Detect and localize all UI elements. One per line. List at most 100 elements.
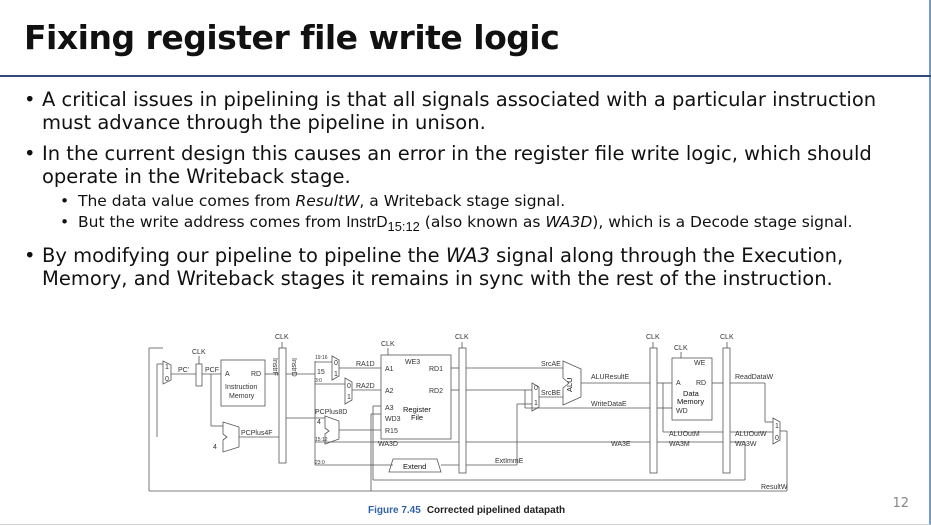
instrd-term: InstrD <box>346 214 388 231</box>
ra2-mux <box>344 377 353 405</box>
readdataw-label: ReadDataW <box>735 374 774 381</box>
mux-input-0: 0 <box>334 360 338 367</box>
bullet-3-end: signal along through the Execution, Memo… <box>42 244 844 291</box>
imem-a-label: A <box>225 371 230 378</box>
a3-label: A3 <box>385 405 394 412</box>
alu-label: ALU <box>565 377 574 392</box>
bullet-3: By modifying our pipeline to pipeline th… <box>24 244 914 290</box>
wa3d-term: WA3D <box>545 213 593 231</box>
wa3e-label: WA3E <box>611 441 631 448</box>
alu-block <box>562 360 582 406</box>
imem-title: Memory <box>229 393 255 400</box>
title-rule <box>0 75 931 77</box>
mux-input-0: 0 <box>165 376 169 383</box>
ra2d-label: RA2D <box>356 383 375 390</box>
instrd-subscript: 15:12 <box>387 219 420 235</box>
dmem-title: Data <box>683 389 700 398</box>
instruction-memory-block <box>220 359 266 407</box>
sub-bullet-1-end: , a Writeback stage signal. <box>359 192 566 210</box>
de-pipeline-register <box>458 347 467 474</box>
pcf-label: PCF <box>205 367 219 374</box>
aluresulte-label: ALUResultE <box>591 374 629 381</box>
mux-input-1: 1 <box>165 364 169 371</box>
wa3d-label: WA3D <box>378 441 398 448</box>
clk-label: CLK <box>646 334 660 341</box>
bits-label: 19:16 <box>315 355 328 361</box>
bits-label: 3:0 <box>315 378 322 384</box>
clk-label: CLK <box>455 334 469 341</box>
const-four: 4 <box>213 444 217 451</box>
em-pipeline-register <box>649 347 658 474</box>
sub-bullet-2: But the write address comes from InstrD1… <box>24 213 914 236</box>
clk-label: CLK <box>674 345 688 352</box>
rd1-label: RD1 <box>429 366 443 373</box>
clk-label: CLK <box>192 349 206 356</box>
mux-input-1: 1 <box>334 371 338 378</box>
sub-bullet-2-mid: (also known as <box>419 213 546 231</box>
pcplus4f-label: PCPlus4F <box>241 430 273 437</box>
sub-bullet-2-end: ), which is a Decode stage signal. <box>592 213 853 231</box>
pc-mux <box>162 360 172 385</box>
wa3w-label: WA3W <box>735 441 757 448</box>
wd3-label: WD3 <box>385 416 401 423</box>
we3-label: WE3 <box>405 359 420 366</box>
pcplus4-adder <box>222 421 240 453</box>
register-file-block <box>380 354 452 440</box>
sub-bullet-2-text: But the write address comes from <box>78 213 347 231</box>
we-label: WE <box>694 360 706 367</box>
page-number: 12 <box>892 496 909 511</box>
clk-label: CLK <box>275 334 289 341</box>
bullet-2-sublist: The data value comes from ResultW, a Wri… <box>24 192 914 236</box>
bits-label: 15 <box>317 369 325 376</box>
mux-input-0: 0 <box>775 435 779 442</box>
resultw-term: ResultW <box>295 192 360 210</box>
a2-label: A2 <box>385 388 394 395</box>
bullet-3-text: By modifying our pipeline to pipeline th… <box>42 244 446 268</box>
bullet-1: A critical issues in pipelining is that … <box>24 88 914 134</box>
mux-input-1: 1 <box>347 394 351 401</box>
mw-pipeline-register <box>722 347 731 474</box>
extend-label: Extend <box>403 462 426 471</box>
bits-label: 23:0 <box>315 460 325 466</box>
ra1d-label: RA1D <box>356 361 375 368</box>
aluoutw-label: ALUOutW <box>735 431 767 438</box>
aluoutm-label: ALUOutM <box>669 431 700 438</box>
imem-rd-label: RD <box>251 371 261 378</box>
ra1-mux <box>331 355 340 381</box>
bullet-2: In the current design this causes an err… <box>24 142 914 188</box>
instrf-label: InstrF <box>271 358 278 376</box>
slide-title: Fixing register file write logic <box>24 18 560 57</box>
writedatae-label: WriteDataE <box>591 401 627 408</box>
imem-title: Instruction <box>225 384 257 391</box>
srcb-mux <box>531 382 540 412</box>
wa3-term: WA3 <box>445 244 490 268</box>
a1-label: A1 <box>385 366 394 373</box>
pcplus8-adder <box>324 415 340 445</box>
clk-label: CLK <box>381 341 395 348</box>
instrd-label: InstrD <box>290 358 297 377</box>
figure-label: Figure 7.45 <box>368 505 421 516</box>
regfile-title: File <box>411 413 423 422</box>
pc-label: PC' <box>178 367 189 374</box>
slide-content: A critical issues in pipelining is that … <box>24 88 914 298</box>
srcbe-label: SrcBE <box>541 390 561 397</box>
clk-label: CLK <box>720 334 734 341</box>
dmem-rd-label: RD <box>696 380 706 387</box>
pipelined-datapath-diagram: CLK CLK CLK CLK CLK CLK CLK 1 0 PC' PCF … <box>148 334 788 492</box>
dmem-wd-label: WD <box>676 408 688 415</box>
sub-bullet-1-text: The data value comes from <box>78 192 296 210</box>
bits-label: 15:12 <box>315 437 328 443</box>
mux-input-1: 1 <box>534 400 538 407</box>
sub-bullet-1: The data value comes from ResultW, a Wri… <box>24 192 914 210</box>
mux-input-0: 0 <box>347 383 351 390</box>
result-mux <box>772 417 781 445</box>
dmem-a-label: A <box>676 380 681 387</box>
r15-label: R15 <box>385 428 398 435</box>
regfile-title: Register <box>403 405 431 414</box>
fd-pipeline-register <box>278 347 287 464</box>
dmem-title: Memory <box>677 397 704 406</box>
pc-register <box>195 363 203 387</box>
extimme-label: ExtImmE <box>495 458 524 465</box>
